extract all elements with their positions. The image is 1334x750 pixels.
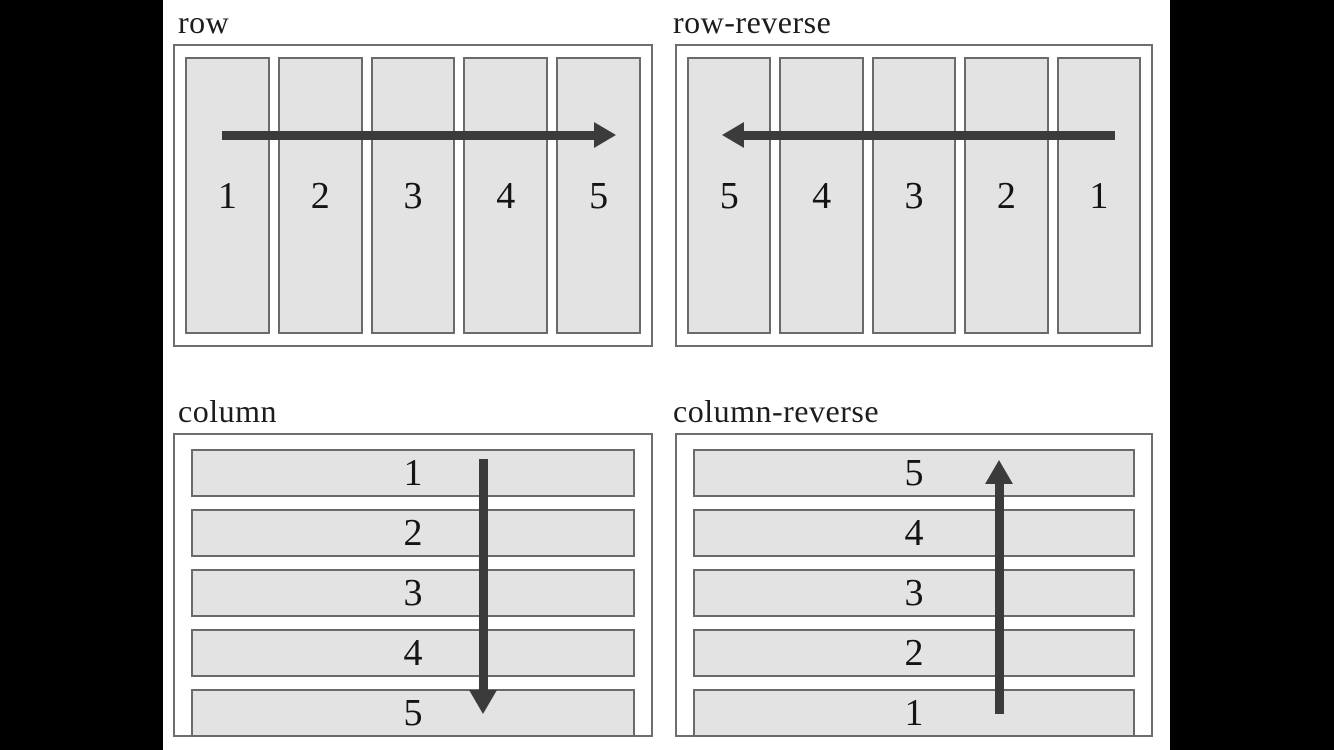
flex-item: 1 (1056, 57, 1142, 334)
flex-item: 2 (191, 509, 635, 557)
flex-item: 5 (191, 689, 635, 737)
diagram-canvas: row 1 2 3 4 5 row-reverse 5 4 3 2 1 colu… (163, 0, 1170, 750)
flex-item: 5 (556, 57, 641, 334)
flex-item: 4 (191, 629, 635, 677)
flex-item: 1 (191, 449, 635, 497)
flex-item: 3 (370, 57, 456, 334)
panel-title-row-reverse: row-reverse (673, 4, 832, 40)
flex-item: 3 (693, 569, 1135, 617)
letterbox-right (1170, 0, 1334, 750)
flex-container-row: 1 2 3 4 5 (173, 44, 653, 347)
flex-item: 5 (687, 57, 772, 334)
flex-item: 4 (779, 57, 864, 334)
flex-item: 2 (693, 629, 1135, 677)
flex-item: 3 (871, 57, 957, 334)
flex-item: 5 (693, 449, 1135, 497)
flex-item: 4 (693, 509, 1135, 557)
panel-title-row: row (178, 4, 230, 40)
flex-container-column-reverse: 5 4 3 2 1 (675, 433, 1153, 737)
letterbox-left (0, 0, 163, 750)
flex-container-row-reverse: 5 4 3 2 1 (675, 44, 1153, 347)
flex-item: 4 (463, 57, 549, 334)
flex-item: 1 (693, 689, 1135, 737)
flex-item: 2 (277, 57, 363, 334)
panel-title-column: column (178, 393, 277, 429)
flex-container-column: 1 2 3 4 5 (173, 433, 653, 737)
flex-item: 1 (185, 57, 270, 334)
flex-item: 3 (191, 569, 635, 617)
panel-title-column-reverse: column-reverse (673, 393, 880, 429)
flex-item: 2 (964, 57, 1049, 334)
